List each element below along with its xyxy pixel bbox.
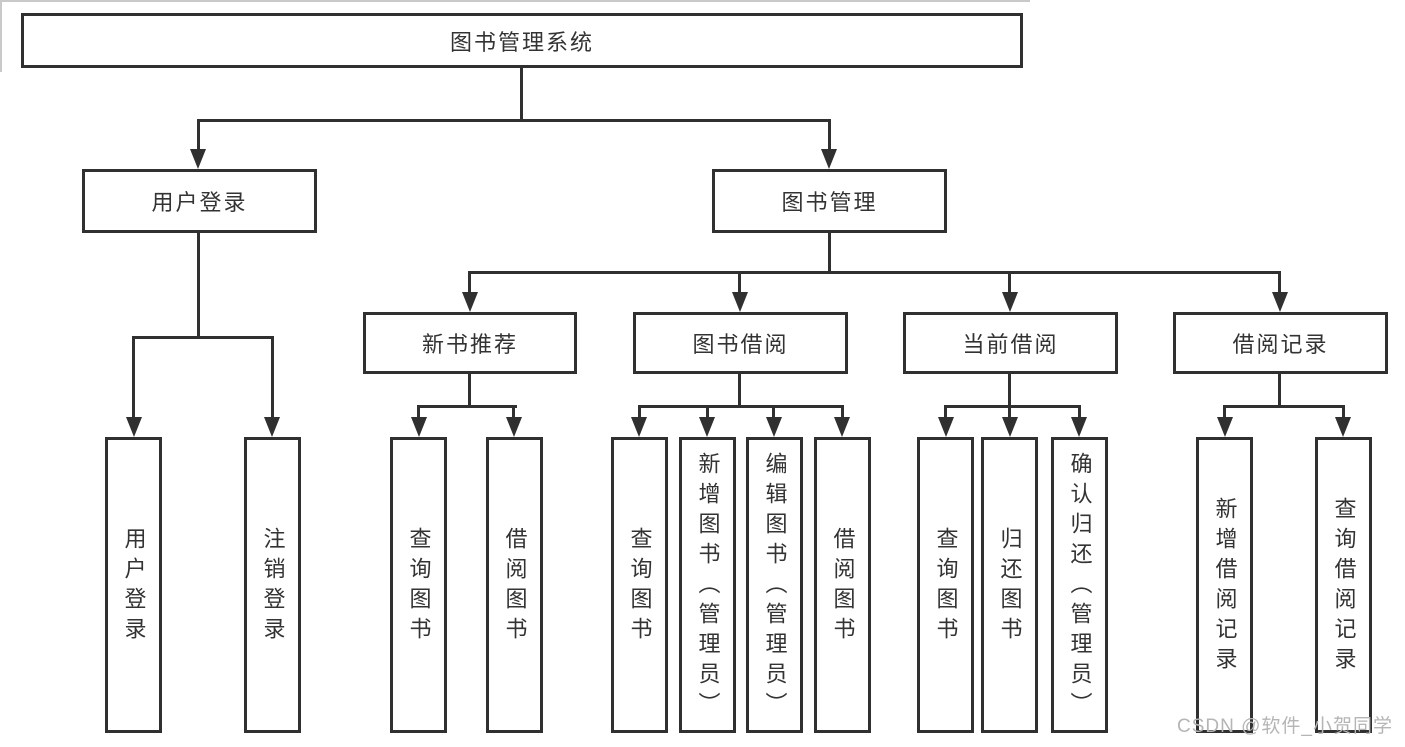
connector-shaft-logout: [271, 336, 274, 419]
arrow-down-q2: [631, 417, 647, 437]
cropped-frame-top-edge: [0, 0, 1030, 2]
arrow-down-addrec: [1217, 417, 1233, 437]
arrow-down-recommend: [462, 292, 478, 312]
node-book-management: 图书管理: [712, 169, 947, 233]
connector-borrow-stem: [738, 374, 741, 408]
connector-book-mgmt-stem: [828, 233, 831, 274]
arrow-down-confirm: [1071, 417, 1087, 437]
node-logout: 注销登录: [244, 437, 301, 733]
node-query-borrow-record: 查询借阅记录: [1315, 437, 1372, 733]
connector-recommend-rail: [417, 405, 517, 408]
connector-shaft-login: [132, 336, 135, 419]
connector-recommend-stem: [468, 374, 471, 408]
arrow-down-current: [1002, 292, 1018, 312]
arrow-down-return: [1002, 417, 1018, 437]
arrow-down-q1: [411, 417, 427, 437]
node-edit-book-admin: 编辑图书（管理员）: [746, 437, 803, 733]
cropped-frame-left-edge: [0, 0, 2, 72]
node-query-books-current: 查询图书: [917, 437, 974, 733]
connector-current-stem: [1008, 374, 1011, 408]
connector-shaft-b1: [512, 405, 515, 419]
connector-shaft-recommend: [468, 271, 471, 294]
arrow-down-login: [126, 417, 142, 437]
connector-shaft-current: [1008, 271, 1011, 294]
connector-shaft-add: [706, 405, 709, 419]
connector-shaft-records: [1278, 271, 1281, 294]
connector-user-login-rail: [132, 336, 274, 339]
connector-level2-rail: [197, 119, 831, 122]
node-current-borrow: 当前借阅: [903, 312, 1118, 374]
node-query-books-borrow: 查询图书: [611, 437, 668, 733]
connector-current-rail: [944, 405, 1081, 408]
connector-shaft-qrec: [1342, 405, 1345, 419]
node-borrow-records: 借阅记录: [1173, 312, 1388, 374]
arrow-down-edit: [766, 417, 782, 437]
connector-shaft-borrow: [738, 271, 741, 294]
node-query-books-recommend: 查询图书: [390, 437, 447, 733]
connector-shaft-addrec: [1223, 405, 1226, 419]
arrow-down-borrow: [732, 292, 748, 312]
node-add-borrow-record: 新增借阅记录: [1196, 437, 1253, 733]
arrow-down-user-login: [190, 149, 206, 169]
node-new-book-recommend: 新书推荐: [363, 312, 577, 374]
connector-shaft-confirm: [1078, 405, 1081, 419]
arrow-down-records: [1272, 292, 1288, 312]
node-add-book-admin: 新增图书（管理员）: [679, 437, 736, 733]
node-user-login-group: 用户登录: [82, 169, 317, 233]
connector-shaft-q1: [417, 405, 420, 419]
arrow-down-b2: [834, 417, 850, 437]
node-book-borrow: 图书借阅: [633, 312, 848, 374]
connector-shaft-book-mgmt: [828, 119, 831, 152]
watermark-text: CSDN @软件_小贺同学: [1177, 716, 1393, 737]
connector-shaft-q3: [944, 405, 947, 419]
arrow-down-book-mgmt: [821, 149, 837, 169]
connector-records-stem: [1278, 374, 1281, 408]
connector-user-login-stem: [197, 233, 200, 338]
connector-level3-rail: [468, 271, 1281, 274]
node-borrow-books-recommend: 借阅图书: [486, 437, 543, 733]
connector-shaft-return: [1008, 405, 1011, 419]
node-return-book: 归还图书: [981, 437, 1038, 733]
node-library-management-system: 图书管理系统: [21, 13, 1023, 68]
node-user-login: 用户登录: [105, 437, 162, 733]
node-confirm-return-admin: 确认归还（管理员）: [1051, 437, 1108, 733]
connector-shaft-edit: [772, 405, 775, 419]
arrow-down-qrec: [1335, 417, 1351, 437]
arrow-down-q3: [938, 417, 954, 437]
connector-shaft-q2: [638, 405, 641, 419]
connector-borrow-rail: [638, 405, 844, 408]
connector-root-stem: [520, 68, 523, 121]
connector-shaft-b2: [841, 405, 844, 419]
arrow-down-b1: [506, 417, 522, 437]
connector-records-rail: [1223, 405, 1345, 408]
connector-shaft-user-login: [197, 119, 200, 152]
arrow-down-logout: [264, 417, 280, 437]
arrow-down-add: [699, 417, 715, 437]
node-borrow-books: 借阅图书: [814, 437, 871, 733]
